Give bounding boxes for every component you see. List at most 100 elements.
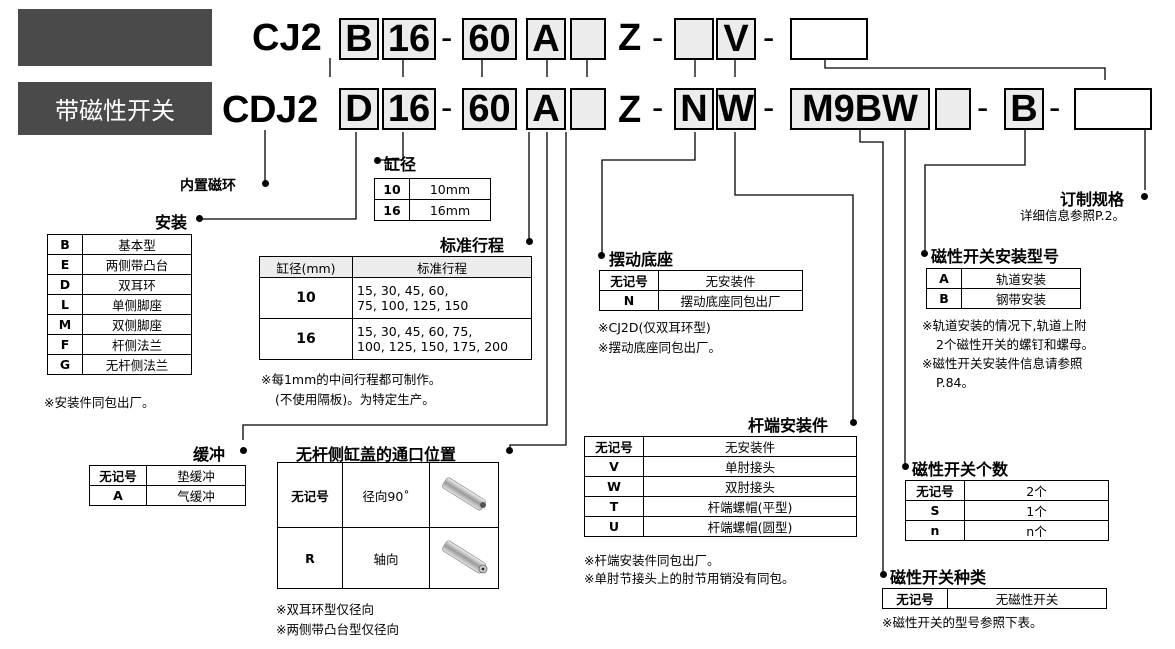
pivot-note-1: ※CJ2D(仅双耳环型) [598, 320, 711, 335]
row1-z: Z [618, 17, 642, 59]
switch-mount-note-3: ※磁性开关安装件信息请参照 [922, 356, 1083, 371]
row2-prefix-d: D [249, 89, 277, 131]
switch-mount-note-4: P.84。 [936, 375, 974, 390]
row2-box-bore: 16 [382, 88, 436, 130]
row2-box-mount: D [339, 88, 379, 130]
row2-prefix-rest: J2 [276, 89, 319, 131]
bullet-dot [506, 447, 513, 454]
row2-box-stroke: 60 [462, 88, 517, 130]
port-table: 无记号 径向90˚ R 轴向 [277, 462, 499, 589]
switch-type-title: 磁性开关种类 [890, 568, 987, 587]
cylinder-axial-port-icon [429, 527, 499, 589]
bullet-dot [374, 157, 381, 164]
bullet-dot [880, 571, 887, 578]
bullet-dot [921, 250, 928, 257]
stroke-note-2: (不使用隔板)。为特定生产。 [275, 392, 435, 407]
row1-box-cushion: A [526, 18, 566, 60]
switch-type-table: 无记号无磁性开关 [882, 588, 1107, 609]
row1-box-rod-end: V [716, 18, 756, 60]
mount-note: ※安装件同包出厂。 [44, 395, 155, 410]
bullet-dot [902, 463, 909, 470]
custom-title: 订制规格 [1060, 190, 1125, 209]
row2-dash: - [763, 89, 775, 127]
switch-type-note: ※磁性开关的型号参照下表。 [882, 615, 1043, 630]
row2-box-cushion: A [526, 88, 566, 130]
stroke-title: 标准行程 [440, 236, 505, 255]
pivot-title: 摆动底座 [609, 250, 674, 269]
table-row: 缸径(mm)标准行程 [259, 256, 532, 278]
row1-prefix: CJ2 [252, 17, 322, 59]
port-note-2: ※两侧带凸台型仅径向 [276, 622, 399, 637]
bullet-dot [850, 419, 857, 426]
stroke-note-1: ※每1mm的中间行程都可制作。 [261, 372, 442, 387]
table-row: 无记号无磁性开关 [882, 588, 1107, 609]
pivot-note-2: ※摆动底座同包出厂。 [598, 340, 721, 355]
table-row: R 轴向 [277, 527, 499, 589]
row2-box-switch-type: M9BW [790, 88, 930, 130]
bore-title: 缸径 [384, 155, 417, 174]
mount-title: 安装 [155, 213, 188, 232]
table-row: 无记号垫缓冲 [89, 465, 246, 486]
switch-mount-note-2: 2个磁性开关的螺钉和螺母。 [936, 337, 1094, 352]
row2-dash: - [1049, 89, 1061, 127]
rod-end-title: 杆端安装件 [748, 416, 829, 435]
row1-box-custom [790, 18, 868, 60]
rod-end-note-2: ※单肘节接头上的肘节用销没有同包。 [584, 571, 795, 586]
row2-box-rod-end: W [716, 88, 756, 130]
bullet-dot [262, 180, 269, 187]
bullet-dot [240, 447, 247, 454]
row1-box-bore: 16 [382, 18, 436, 60]
row1-dash: - [763, 19, 775, 57]
cushion-title: 缓冲 [193, 445, 226, 464]
custom-note: 详细信息参照P.2。 [1020, 208, 1126, 223]
rod-end-note-1: ※杆端安装件同包出厂。 [584, 553, 720, 568]
row1-box-port [570, 18, 606, 60]
row2-box-switch-count [935, 88, 971, 130]
row1-dash: - [441, 19, 453, 57]
row2-z: Z [618, 89, 642, 131]
header-top-label [18, 9, 212, 66]
row2-box-pivot: N [674, 88, 714, 130]
row1-box-stroke: 60 [462, 18, 517, 60]
switch-count-title: 磁性开关个数 [912, 460, 1009, 479]
bullet-dot [1141, 193, 1148, 200]
switch-mount-note-1: ※轨道安装的情况下,轨道上附 [922, 318, 1087, 333]
row1-box-mount: B [339, 18, 379, 60]
table-row: 无记号无安装件 [599, 270, 803, 291]
row2-dash: - [441, 89, 453, 127]
row2-box-custom [1074, 88, 1152, 130]
bullet-dot [526, 238, 533, 245]
builtin-magnet-label: 内置磁环 [180, 178, 236, 194]
table-row: 无记号无安装件 [584, 436, 857, 457]
row2-dash: - [652, 89, 664, 127]
bullet-dot [196, 215, 203, 222]
table-row: 无记号 径向90˚ [277, 462, 499, 528]
cylinder-radial-port-icon [429, 462, 499, 528]
row2-dash: - [977, 89, 989, 127]
header-bottom-label: 带磁性开关 [18, 82, 212, 135]
